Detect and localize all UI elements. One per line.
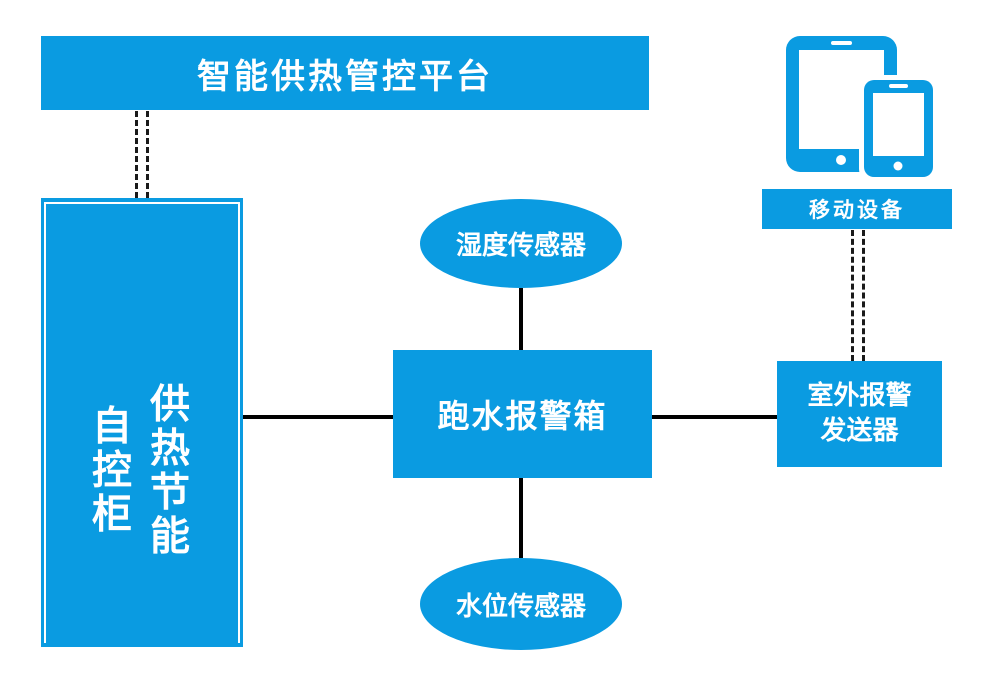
- mobile-device-label: 移动设备: [809, 198, 905, 222]
- alarm-box-node: 跑水报警箱: [393, 350, 652, 478]
- platform-label: 智能供热管控平台: [197, 56, 493, 97]
- platform-cabinet-dashed-link-right: [146, 111, 149, 198]
- alarm-water-level-connector: [519, 478, 523, 558]
- outdoor-sender-label-line2: 发送器: [820, 416, 899, 446]
- humidity-sensor-node: 湿度传感器: [420, 199, 622, 288]
- cabinet-label: 供热节能自控柜: [85, 382, 189, 558]
- water-level-sensor-label: 水位传感器: [455, 591, 586, 622]
- humidity-alarm-connector: [519, 288, 523, 350]
- cabinet-alarm-connector: [243, 415, 393, 419]
- tablet-and-phone-icon: [786, 36, 936, 180]
- alarm-sender-connector: [652, 415, 777, 419]
- mobile-device-node: 移动设备: [762, 189, 952, 229]
- water-level-sensor-node: 水位传感器: [420, 558, 622, 650]
- outdoor-sender-node: 室外报警 发送器: [777, 361, 942, 467]
- cabinet-node: 供热节能自控柜: [41, 198, 243, 647]
- outdoor-sender-label-line1: 室外报警: [807, 380, 912, 411]
- platform-node: 智能供热管控平台: [41, 36, 649, 110]
- platform-cabinet-dashed-link-left: [135, 111, 138, 198]
- mobile-sender-dashed-link-right: [862, 230, 865, 361]
- mobile-sender-dashed-link-left: [851, 230, 854, 361]
- humidity-sensor-label: 湿度传感器: [455, 231, 586, 261]
- alarm-box-label: 跑水报警箱: [437, 397, 608, 435]
- cabinet-inner-frame: [44, 202, 240, 643]
